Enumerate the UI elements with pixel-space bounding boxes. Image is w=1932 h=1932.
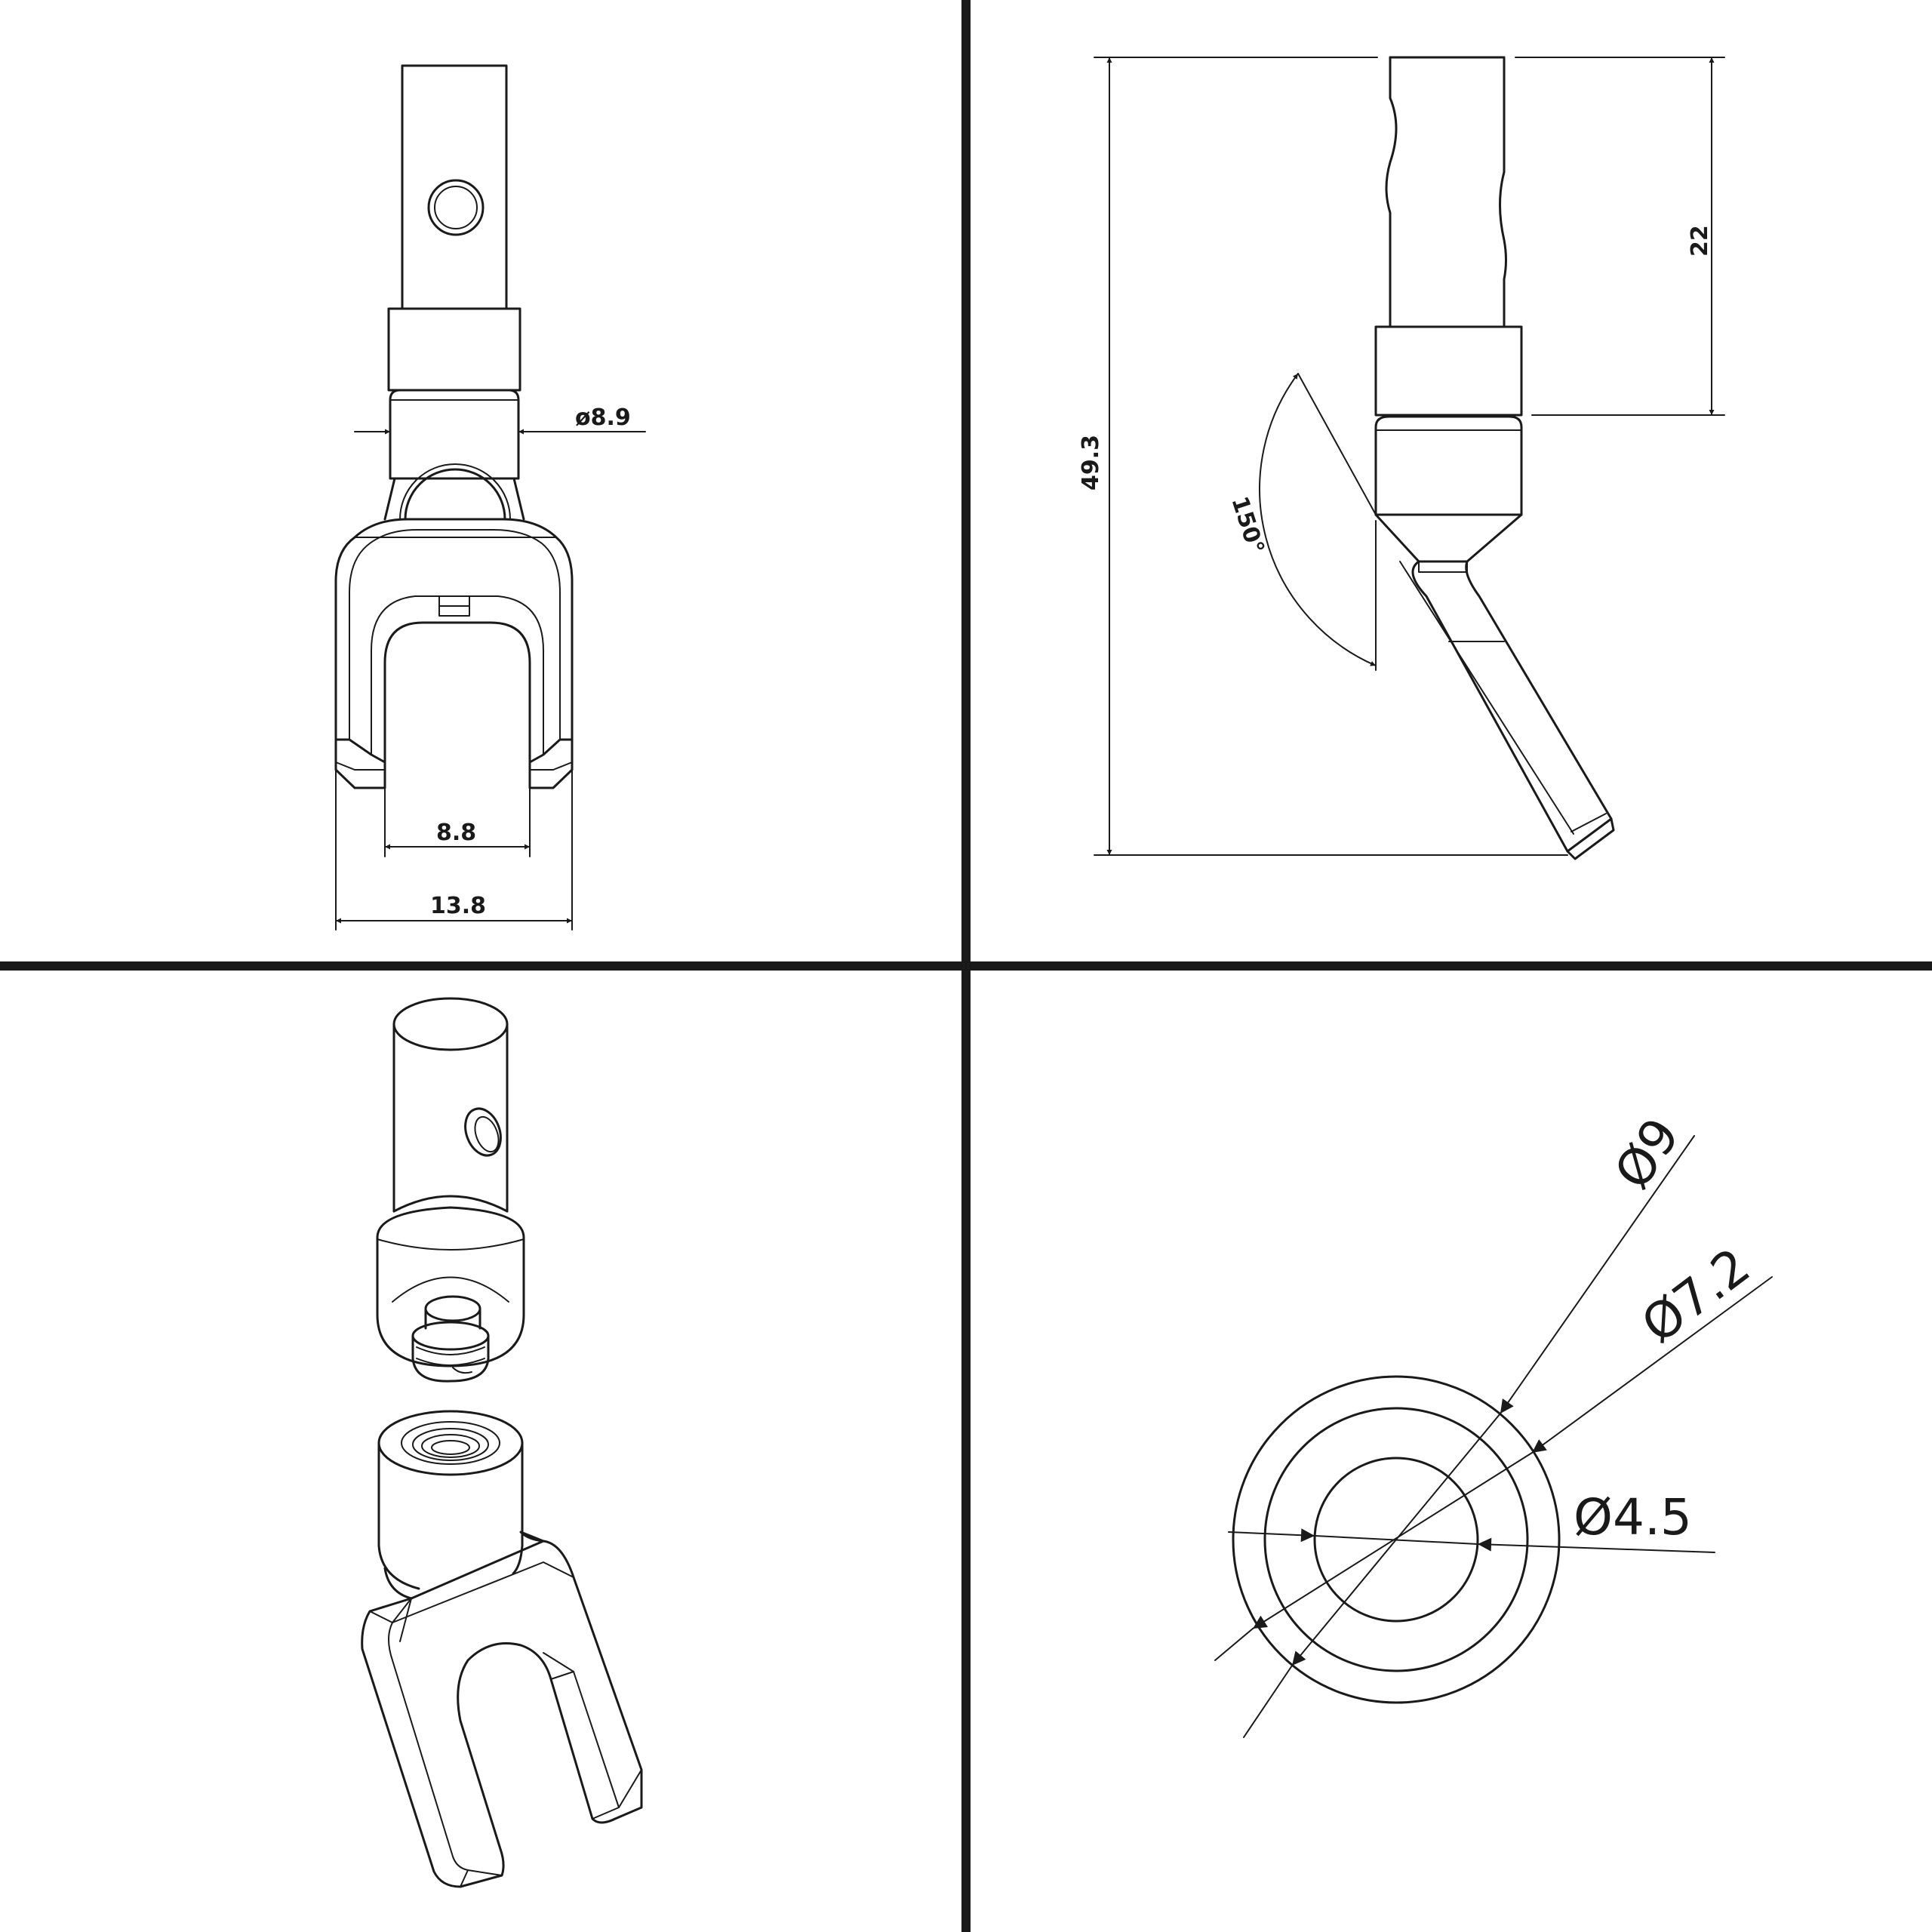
overall-width-label: 13.8 <box>430 893 486 919</box>
dimension-collar-diameter: ø8.9 <box>354 405 646 435</box>
dimension-shank-length: 22 <box>1515 57 1725 416</box>
shank-length-label: 22 <box>1687 225 1713 257</box>
dimension-middle-diameter: Ø7.2 <box>1214 1237 1773 1661</box>
dimension-overall-length: 49.3 <box>1078 57 1568 856</box>
dimension-outer-diameter: Ø9 <box>1243 1108 1695 1738</box>
dimension-bend-angle: 150° <box>1226 373 1377 671</box>
outer-diameter-label: Ø9 <box>1603 1108 1690 1199</box>
front-view-part-outline <box>334 64 574 789</box>
side-view: 49.3 22 150° <box>1078 56 1725 860</box>
collar-diameter-label: ø8.9 <box>575 405 631 431</box>
fork-part <box>361 1410 643 1888</box>
overall-length-label: 49.3 <box>1078 435 1104 491</box>
end-view: Ø9 Ø7.2 Ø4.5 <box>1214 1108 1773 1738</box>
dimension-slot-width: 8.8 <box>384 787 531 857</box>
middle-diameter-label: Ø7.2 <box>1631 1237 1761 1355</box>
inner-diameter-label: Ø4.5 <box>1574 1488 1692 1546</box>
exploded-isometric-view <box>361 997 643 1888</box>
side-view-part-outline <box>1374 56 1615 860</box>
front-view: ø8.9 8.8 13.8 <box>334 64 646 931</box>
pin-shank-part <box>376 997 525 1383</box>
slot-width-label: 8.8 <box>436 820 476 846</box>
dimension-overall-width: 13.8 <box>335 769 573 931</box>
dimension-inner-diameter: Ø4.5 <box>1228 1488 1715 1553</box>
